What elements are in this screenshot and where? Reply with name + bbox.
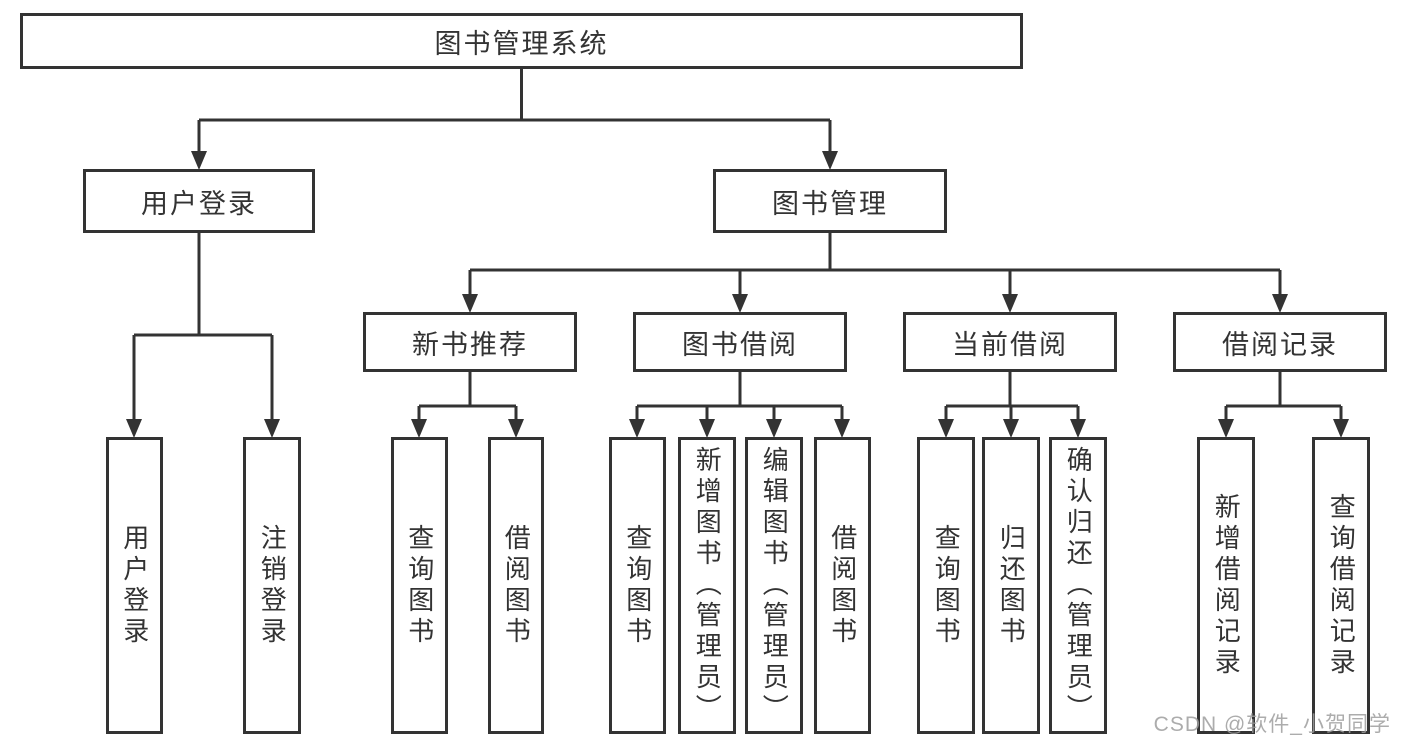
- leaf-query-books-borrowing: 查询图书: [609, 437, 666, 734]
- node-book-management-label: 图书管理: [772, 188, 888, 219]
- node-new-book-recommendation: 新书推荐: [363, 312, 577, 372]
- arrowhead-leaf-user-login: [126, 419, 142, 438]
- leaf-logout-label: 注销登录: [257, 523, 288, 648]
- leaf-return-book-label: 归还图书: [996, 523, 1027, 648]
- node-current-borrowing-label: 当前借阅: [952, 329, 1068, 360]
- leaf-query-borrow-record: 查询借阅记录: [1312, 437, 1370, 734]
- leaf-borrow-books-recommend-label: 借阅图书: [501, 523, 532, 648]
- leaf-logout: 注销登录: [243, 437, 301, 734]
- leaf-add-book-admin-label: 新增图书（管理员）: [692, 446, 723, 725]
- node-borrowing-records: 借阅记录: [1173, 312, 1387, 372]
- connector-book-management-to-level3: [468, 233, 1282, 295]
- arrowhead-leaf-add-book: [699, 419, 715, 438]
- arrowhead-leaf-edit-book: [766, 419, 782, 438]
- arrowhead-leaf-return-book: [1003, 419, 1019, 438]
- leaf-confirm-return-admin-label: 确认归还（管理员）: [1063, 446, 1094, 725]
- leaf-return-book: 归还图书: [982, 437, 1040, 734]
- arrowhead-leaf-query-record: [1333, 419, 1349, 438]
- arrowhead-leaf-logout: [264, 419, 280, 438]
- leaf-edit-book-admin: 编辑图书（管理员）: [745, 437, 803, 734]
- leaf-add-borrow-record-label: 新增借阅记录: [1211, 492, 1242, 679]
- node-borrowing-records-label: 借阅记录: [1222, 329, 1338, 360]
- connector-recommendation-to-leaves: [417, 372, 518, 420]
- arrowhead-records: [1272, 294, 1288, 313]
- connector-borrowing-to-leaves: [635, 372, 844, 420]
- leaf-add-borrow-record: 新增借阅记录: [1197, 437, 1255, 734]
- node-root-label: 图书管理系统: [434, 28, 609, 59]
- arrowhead-leaf-borrow-borrowing: [834, 419, 850, 438]
- leaf-query-borrow-record-label: 查询借阅记录: [1326, 492, 1357, 679]
- connector-user-login-to-leaves: [132, 233, 274, 420]
- arrowhead-leaf-query-recommend: [411, 419, 427, 438]
- node-book-borrowing-label: 图书借阅: [682, 329, 798, 360]
- connector-records-to-leaves: [1224, 372, 1343, 420]
- node-current-borrowing: 当前借阅: [903, 312, 1117, 372]
- arrowhead-leaf-borrow-recommend: [508, 419, 524, 438]
- leaf-user-login-label: 用户登录: [119, 523, 150, 648]
- leaf-add-book-admin: 新增图书（管理员）: [678, 437, 736, 734]
- arrowhead-user-login: [191, 151, 207, 170]
- csdn-watermark: CSDN @软件_小贺同学: [1153, 713, 1391, 736]
- node-root: 图书管理系统: [20, 13, 1023, 69]
- node-new-book-recommendation-label: 新书推荐: [412, 329, 528, 360]
- leaf-borrow-books-recommend: 借阅图书: [488, 437, 544, 734]
- leaf-borrow-books-borrowing: 借阅图书: [814, 437, 871, 734]
- leaf-query-books-recommend: 查询图书: [391, 437, 448, 734]
- arrowhead-book-management: [822, 151, 838, 170]
- arrowhead-leaf-add-record: [1218, 419, 1234, 438]
- leaf-query-books-borrowing-label: 查询图书: [622, 523, 653, 648]
- arrowhead-leaf-query-current: [938, 419, 954, 438]
- arrowhead-recommendation: [462, 294, 478, 313]
- leaf-query-books-current-label: 查询图书: [931, 523, 962, 648]
- arrowhead-leaf-confirm-return: [1070, 419, 1086, 438]
- leaf-user-login: 用户登录: [106, 437, 163, 734]
- leaf-confirm-return-admin: 确认归还（管理员）: [1049, 437, 1107, 734]
- leaf-borrow-books-borrowing-label: 借阅图书: [827, 523, 858, 648]
- arrowhead-borrowing: [732, 294, 748, 313]
- arrowhead-leaf-query-borrowing: [629, 419, 645, 438]
- connector-current-to-leaves: [944, 372, 1080, 420]
- node-user-login: 用户登录: [83, 169, 315, 233]
- arrowhead-current: [1002, 294, 1018, 313]
- leaf-query-books-current: 查询图书: [917, 437, 975, 734]
- node-user-login-label: 用户登录: [141, 188, 257, 219]
- leaf-query-books-recommend-label: 查询图书: [404, 523, 435, 648]
- node-book-management: 图书管理: [713, 169, 947, 233]
- connector-root-to-level2: [197, 69, 832, 152]
- node-book-borrowing: 图书借阅: [633, 312, 847, 372]
- leaf-edit-book-admin-label: 编辑图书（管理员）: [759, 446, 790, 725]
